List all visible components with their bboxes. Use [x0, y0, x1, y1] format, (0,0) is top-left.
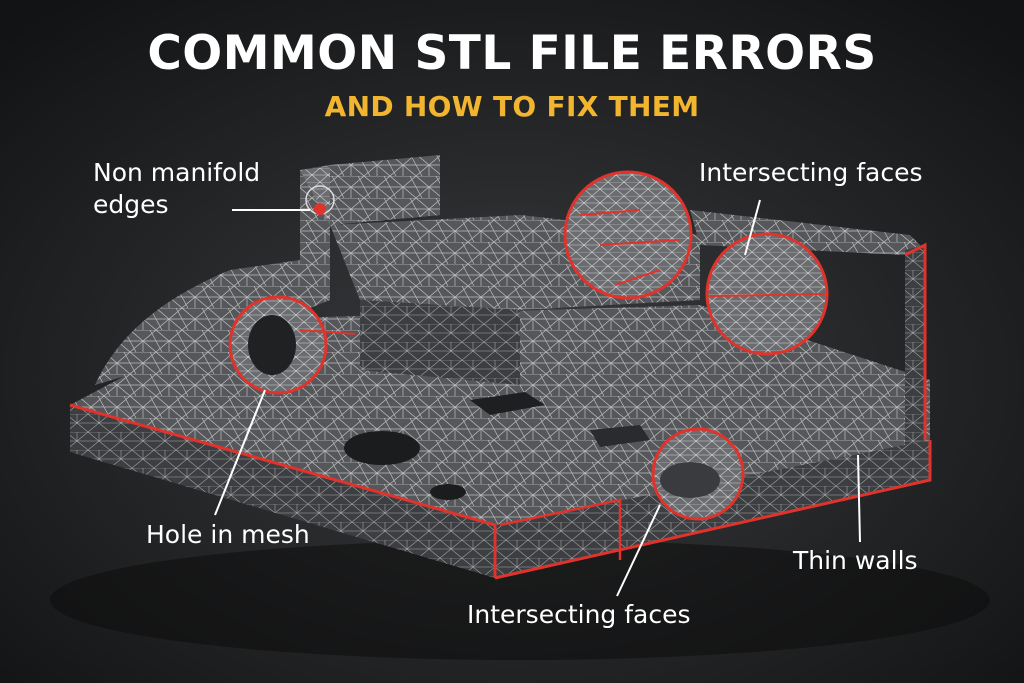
label-intersecting-faces-bottom: Intersecting faces	[467, 600, 691, 629]
round-hole-small	[430, 484, 466, 500]
base-plate-front	[70, 405, 495, 578]
non-manifold-dot	[314, 203, 326, 215]
label-hole-in-mesh: Hole in mesh	[146, 520, 310, 549]
leader-intersect-bottom	[616, 504, 661, 597]
magnifier-intersect-2	[705, 232, 829, 356]
right-wall-edge	[905, 245, 925, 445]
slot-pocket	[590, 425, 650, 447]
magnifier-intersect-1	[563, 170, 693, 300]
thin-wall-highlight-channel	[499, 498, 622, 560]
magnifier-intersect-3	[651, 427, 745, 521]
page-title: COMMON STL FILE ERRORS	[147, 26, 877, 81]
label-thin-walls: Thin walls	[793, 546, 918, 575]
page-subtitle: AND HOW TO FIX THEM	[324, 90, 700, 123]
right-shelf	[590, 360, 905, 430]
center-block-front	[360, 300, 520, 385]
square-pocket	[470, 392, 545, 415]
floor-shadow	[50, 540, 990, 660]
round-hole-large	[344, 431, 420, 465]
label-non-manifold-edges: Non manifold edges	[93, 157, 260, 221]
label-intersecting-faces-top: Intersecting faces	[699, 158, 923, 187]
leader-thin-walls	[857, 454, 861, 543]
right-wall	[690, 210, 925, 445]
label-non-manifold-line2: edges	[93, 190, 169, 219]
curved-boss	[95, 165, 330, 385]
upright-face	[330, 155, 440, 225]
label-non-manifold-line1: Non manifold	[93, 158, 261, 187]
magnifier-hole	[228, 295, 356, 395]
thin-wall-highlight-front	[69, 403, 497, 578]
thin-wall-highlight-wall	[904, 242, 927, 440]
leader-hole	[214, 389, 266, 516]
leader-intersect-top	[744, 199, 761, 256]
